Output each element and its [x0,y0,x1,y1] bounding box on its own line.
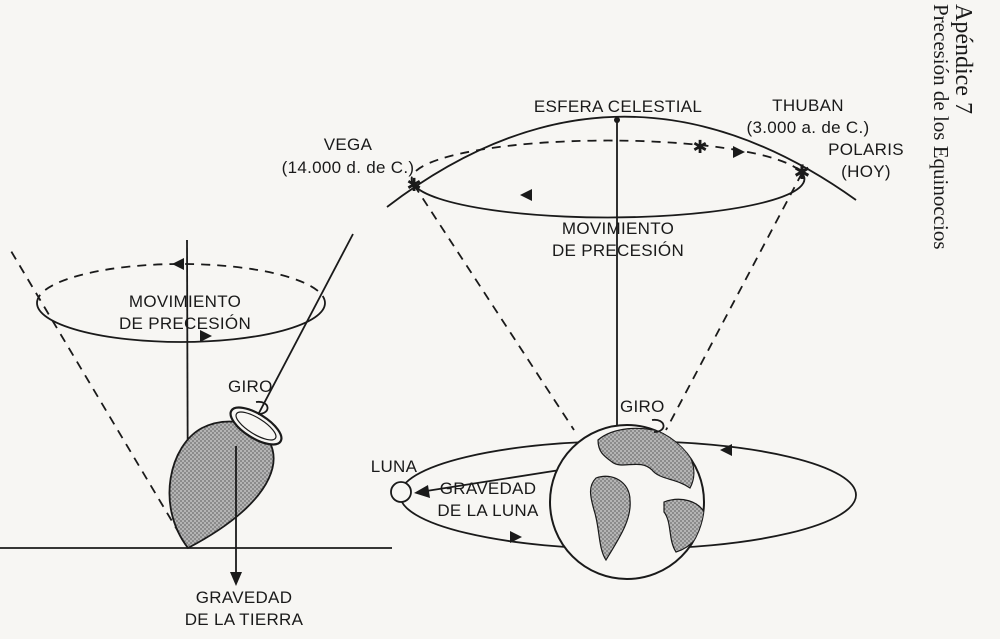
arrow-right-icon [200,330,212,342]
moon-gravity-label-line1: GRAVEDAD [440,479,537,498]
pole-path-front [413,172,806,219]
precession-ellipse-front [36,302,326,343]
earth-spin-label: GIRO [620,397,665,416]
vega-name: VEGA [324,135,373,154]
moon-gravity-arrow [419,469,561,493]
thuban-name: THUBAN [772,96,844,115]
moon-label: LUNA [371,457,418,476]
moon-icon [390,481,412,503]
spinning-top-cap-inner [235,411,277,441]
spinning-top-cap [229,406,283,446]
moon-gravity-label-line2: DE LA LUNA [437,501,539,520]
polaris-date: (HOY) [841,162,891,181]
moon-gravity-arrow-icon [414,485,430,498]
polaris-name: POLARIS [828,140,904,159]
earth-precession-diagram: ESFERA CELESTIAL ✱ ✱ ✱ VEGA (14.000 d. d… [282,96,904,580]
spinning-top-diagram: MOVIMIENTO DE PRECESIÓN GIRO GRAVEDAD DE… [0,233,392,629]
thuban-star-icon: ✱ [692,137,707,158]
pole-path-arrow-icon [733,146,745,158]
precession-label-line1: MOVIMIENTO [129,292,241,311]
celestial-sphere-top-marker [614,117,620,123]
spin-arrow-icon [255,401,269,415]
precession-label-line2: DE PRECESIÓN [119,314,251,333]
earth-precession-label-line2: DE PRECESIÓN [552,241,684,260]
top-spin-label: GIRO [228,377,273,396]
earth-continent-south [589,475,631,562]
cone-right-edge [665,172,803,431]
precession-cone-left-edge [7,245,189,549]
earth-continent-north [597,427,695,489]
polaris-star-icon: ✱ [794,160,811,184]
arrow-down-icon [230,572,242,586]
arrow-left-icon [172,258,184,270]
appendix-title: Apéndice 7 [950,4,976,114]
thuban-date: (3.000 a. de C.) [747,118,870,137]
pole-path-arrow-back-icon [520,189,532,201]
orbit-arrow-right-icon [510,531,522,543]
earth-precession-label-line1: MOVIMIENTO [562,219,674,238]
celestial-sphere-arc [386,115,857,208]
cone-left-edge [413,184,575,431]
earth-gravity-label-line2: DE LA TIERRA [185,610,304,629]
pole-path-back [410,139,803,186]
celestial-sphere-label: ESFERA CELESTIAL [534,97,702,116]
vega-date: (14.000 d. de C.) [282,158,415,177]
orbit-arrow-left-icon [720,444,732,456]
earth-gravity-label-line1: GRAVEDAD [196,588,293,607]
appendix-subtitle: Precesión de los Equinoccios [929,4,953,250]
earth-spin-arrow-icon [651,419,665,433]
